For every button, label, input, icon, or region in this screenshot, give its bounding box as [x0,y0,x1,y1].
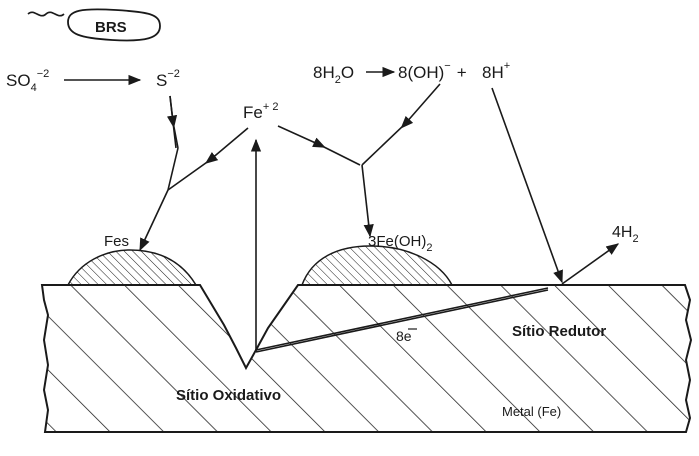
sulfide-path [166,95,179,149]
ferrous-hydroxide-formation-arrow [361,164,374,238]
svg-text:4H2: 4H2 [612,224,639,245]
hydrogen-evolution-arrow [561,243,620,285]
electron-flow-line-lower [255,289,549,353]
proton-label: 8H+ [482,60,510,82]
bacteria: BRS [27,8,161,42]
iron-ion-label: Fe+ 2 [243,101,278,122]
hydroxide-label: 8(OH)−+ [398,60,467,82]
svg-text:SO4−2: SO4−2 [6,68,49,94]
fes-formation-arrow [139,189,169,252]
svg-text:8H2O: 8H2O [313,63,354,86]
svg-text:8H+: 8H+ [482,60,510,82]
bacteria-body [67,8,161,42]
iron-to-hydroxide-path [277,125,361,166]
fes-deposit [66,249,198,286]
oxidative-site-label: Sítio Oxidativo [176,387,281,404]
svg-text:8e: 8e [396,328,412,344]
svg-text:3Fe(OH)2: 3Fe(OH)2 [368,233,432,254]
svg-text:S−2: S−2 [156,68,180,90]
hydrogen-label: 4H2 [612,224,639,245]
bacteria-label: BRS [95,19,127,36]
proton-migration-arrow [491,87,563,284]
fes-label: Fes [104,233,129,250]
svg-text:8(OH)−+: 8(OH)−+ [398,60,467,82]
svg-text:Fe+ 2: Fe+ 2 [243,101,278,122]
water-dissociation-label: 8H2O [313,63,354,86]
ferrous-hydroxide-label: 3Fe(OH)2 [368,233,432,254]
metal-block [40,284,693,433]
ferrous-hydroxide-deposit [300,245,454,286]
sulfide-join-line [167,147,179,191]
metal-label: Metal (Fe) [502,404,561,419]
electrons-label: 8e [396,328,417,344]
flagellum [27,11,65,17]
iron-to-fes-path [167,127,249,191]
sulfide-label: S−2 [156,68,180,90]
hydroxide-down-path [361,83,441,166]
reducing-site-label: Sítio Redutor [512,323,606,340]
sulfate-label: SO4−2 [6,68,49,94]
electron-flow-line-upper [255,287,549,351]
